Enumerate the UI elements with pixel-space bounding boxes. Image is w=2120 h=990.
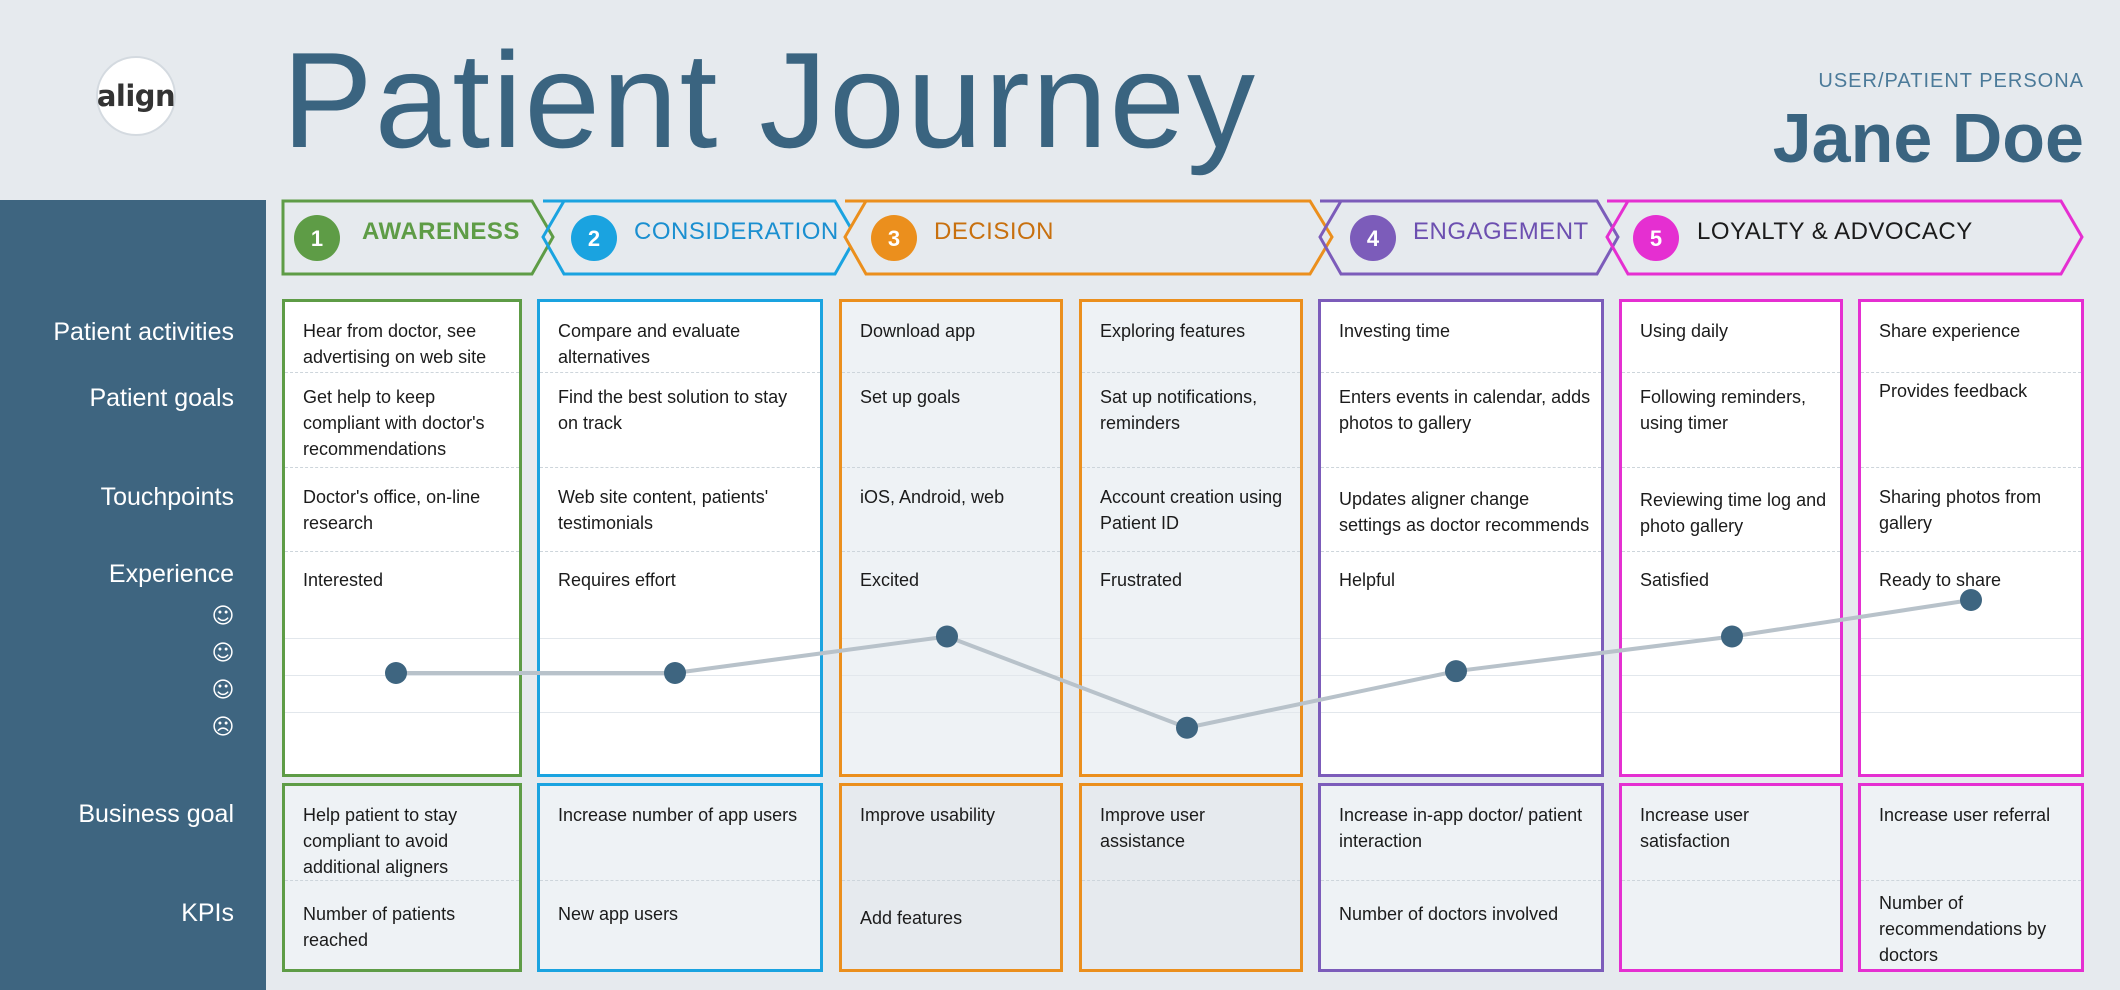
goal-cell: Provides feedback	[1879, 381, 2028, 401]
happy-face-icon: ☺	[211, 641, 235, 666]
touchpoint-cell: Doctor's office, on-line research	[303, 487, 481, 533]
page-title: Patient Journey	[282, 24, 1258, 176]
stage-2-label: CONSIDERATION	[634, 218, 839, 245]
stage-5-chevron	[1605, 199, 2084, 276]
goal-cell: Find the best solution to stay on track	[558, 387, 788, 433]
stage-1-number: 1	[311, 226, 323, 251]
persona-label: USER/PATIENT PERSONA	[1818, 70, 2084, 92]
stage-1-chevron	[281, 199, 555, 276]
align-logo: align	[96, 56, 176, 136]
business-column-1: Help patient to stay compliant to avoid …	[282, 783, 522, 972]
neutral-face-icon: ☺	[211, 678, 235, 703]
experience-cell: Interested	[303, 570, 384, 590]
business-goal-cell: Help patient to stay compliant to avoid …	[303, 805, 458, 877]
journey-column-4: Exploring features Sat up notifications,…	[1079, 299, 1303, 777]
header: align Patient Journey USER/PATIENT PERSO…	[0, 0, 2120, 200]
touchpoint-cell: Account creation using Patient ID	[1100, 487, 1283, 533]
stage-2-chevron	[541, 199, 858, 276]
very-happy-face-icon: ☺	[211, 604, 235, 629]
activity-cell: Share experience	[1879, 321, 2021, 341]
business-column-7: Increase user referral Number of recomme…	[1858, 783, 2084, 972]
stage-1-label: AWARENESS	[362, 218, 520, 245]
stage-5-label: LOYALTY & ADVOCACY	[1697, 218, 1973, 245]
touchpoint-cell: iOS, Android, web	[860, 487, 1005, 507]
experience-cell: Excited	[860, 570, 920, 590]
kpi-cell: Number of recommendations by doctors	[1879, 893, 2047, 965]
business-goal-cell: Increase number of app users	[558, 805, 798, 825]
business-column-4: Improve user assistance	[1079, 783, 1303, 972]
goal-cell: Enters events in calendar, adds photos t…	[1339, 387, 1591, 433]
stage-3-number-badge	[871, 215, 917, 261]
experience-cell: Ready to share	[1879, 570, 2002, 590]
goal-cell: Following reminders, using timer	[1640, 387, 1807, 433]
sad-face-icon: ☹	[211, 715, 235, 740]
experience-cell: Helpful	[1339, 570, 1396, 590]
touchpoint-cell: Sharing photos from gallery	[1879, 487, 2042, 533]
activity-cell: Investing time	[1339, 321, 1451, 341]
business-goal-cell: Increase user referral	[1879, 805, 2051, 825]
row-label-activities: Patient activities	[53, 318, 234, 346]
stage-5-number: 5	[1650, 226, 1662, 251]
journey-column-3: Download app Set up goals iOS, Android, …	[839, 299, 1063, 777]
business-goal-cell: Increase user satisfaction	[1640, 805, 1750, 851]
persona-name: Jane Doe	[1772, 99, 2084, 177]
journey-column-6: Using daily Following reminders, using t…	[1619, 299, 1843, 777]
journey-column-7: Share experience Provides feedback Shari…	[1858, 299, 2084, 777]
business-column-2: Increase number of app users New app use…	[537, 783, 823, 972]
experience-cell: Frustrated	[1100, 570, 1183, 590]
activity-cell: Download app	[860, 321, 976, 341]
row-label-sidebar	[0, 200, 266, 990]
activity-cell: Hear from doctor, see advertising on web…	[303, 321, 487, 367]
kpi-cell: Number of patients reached	[303, 904, 456, 950]
goal-cell: Sat up notifications, reminders	[1100, 387, 1258, 433]
stage-3-label: DECISION	[934, 218, 1055, 245]
business-column-3: Improve usability Add features	[839, 783, 1063, 972]
experience-cell: Requires effort	[558, 570, 676, 590]
business-column-5: Increase in-app doctor/ patient interact…	[1318, 783, 1604, 972]
journey-column-2: Compare and evaluate alternatives Find t…	[537, 299, 823, 777]
stage-3-chevron	[843, 199, 1334, 276]
kpi-cell: Number of doctors involved	[1339, 904, 1559, 924]
stage-2-number-badge	[571, 215, 617, 261]
stage-4-chevron	[1318, 199, 1620, 276]
goal-cell: Get help to keep compliant with doctor's…	[303, 387, 485, 459]
kpi-cell: New app users	[558, 904, 679, 924]
experience-cell: Satisfied	[1640, 570, 1710, 590]
stage-5-number-badge	[1633, 215, 1679, 261]
row-label-goals: Patient goals	[89, 384, 234, 412]
stage-chevrons: 1 2 3 4 5	[281, 199, 2084, 276]
row-label-business-goal: Business goal	[78, 800, 234, 828]
journey-column-1: Hear from doctor, see advertising on web…	[282, 299, 522, 777]
touchpoint-cell: Web site content, patients' testimonials	[558, 487, 769, 533]
business-column-6: Increase user satisfaction	[1619, 783, 1843, 972]
kpi-cell: Add features	[860, 908, 963, 928]
activity-cell: Using daily	[1640, 321, 1729, 341]
stage-4-label: ENGAGEMENT	[1413, 218, 1589, 245]
touchpoint-cell: Updates aligner change settings as docto…	[1339, 489, 1590, 535]
journey-column-5: Investing time Enters events in calendar…	[1318, 299, 1604, 777]
row-label-touchpoints: Touchpoints	[100, 483, 234, 511]
activity-cell: Compare and evaluate alternatives	[558, 321, 741, 367]
activity-cell: Exploring features	[1100, 321, 1246, 341]
goal-cell: Set up goals	[860, 387, 961, 407]
stage-3-number: 3	[888, 226, 900, 251]
touchpoint-cell: Reviewing time log and photo gallery	[1640, 490, 1827, 536]
row-label-experience: Experience	[108, 560, 234, 588]
stage-4-number-badge	[1350, 215, 1396, 261]
business-goal-cell: Improve user assistance	[1100, 805, 1206, 851]
business-goal-cell: Increase in-app doctor/ patient interact…	[1339, 805, 1583, 851]
business-goal-cell: Improve usability	[860, 805, 996, 825]
stage-4-number: 4	[1367, 226, 1380, 251]
stage-1-number-badge	[294, 215, 340, 261]
row-label-kpis: KPIs	[181, 899, 234, 927]
stage-2-number: 2	[588, 226, 600, 251]
